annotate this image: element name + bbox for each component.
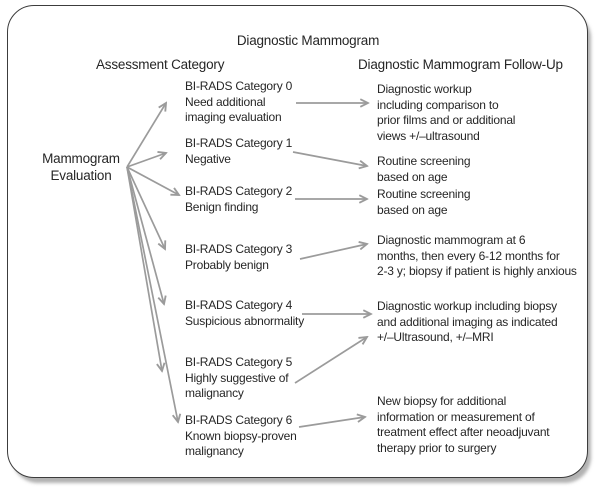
- arrow-evaluation-to-birads-5: [126, 166, 162, 371]
- node-followup-3: Diagnostic mammogram at 6 months, then e…: [377, 233, 577, 278]
- arrow-birads-3-to-followup-3: [299, 244, 367, 260]
- node-birads-category-4: BI-RADS Category 4 Suspicious abnormalit…: [185, 298, 304, 328]
- column-header-followup: Diagnostic Mammogram Follow-Up: [358, 57, 563, 72]
- node-birads-category-2: BI-RADS Category 2 Benign finding: [185, 184, 293, 214]
- diagram-panel: Diagnostic Mammogram Assessment Category…: [7, 5, 588, 478]
- node-followup-1: Routine screening based on age: [377, 154, 471, 184]
- arrow-evaluation-to-birads-1: [126, 153, 166, 168]
- node-birads-category-6: BI-RADS Category 6 Known biopsy-proven m…: [185, 413, 297, 458]
- arrow-birads-5-to-followup-4: [294, 337, 367, 384]
- node-followup-2: Routine screening based on age: [377, 187, 471, 217]
- arrow-birads-1-to-followup-1: [292, 151, 367, 166]
- node-followup-0: Diagnostic workup including comparison t…: [377, 82, 516, 143]
- arrow-evaluation-to-birads-6: [126, 166, 178, 422]
- node-birads-category-3: BI-RADS Category 3 Probably benign: [185, 242, 293, 272]
- node-followup-4: Diagnostic workup including biopsy and a…: [377, 299, 558, 344]
- arrow-evaluation-to-birads-3: [126, 166, 165, 249]
- node-mammogram-evaluation: Mammogram Evaluation: [42, 151, 120, 183]
- arrow-evaluation-to-birads-2: [126, 166, 179, 195]
- arrow-evaluation-to-birads-0: [126, 103, 166, 168]
- column-header-assessment-category: Assessment Category: [96, 57, 225, 72]
- diagram-title: Diagnostic Mammogram: [236, 33, 380, 48]
- node-birads-category-0: BI-RADS Category 0 Need additional imagi…: [185, 79, 293, 124]
- arrow-birads-6-to-followup-6: [298, 417, 365, 428]
- arrow-evaluation-to-birads-4: [126, 166, 164, 304]
- node-birads-category-5: BI-RADS Category 5 Highly suggestive of …: [185, 355, 293, 400]
- node-birads-category-1: BI-RADS Category 1 Negative: [185, 136, 293, 166]
- node-followup-6: New biopsy for additional information or…: [377, 394, 550, 455]
